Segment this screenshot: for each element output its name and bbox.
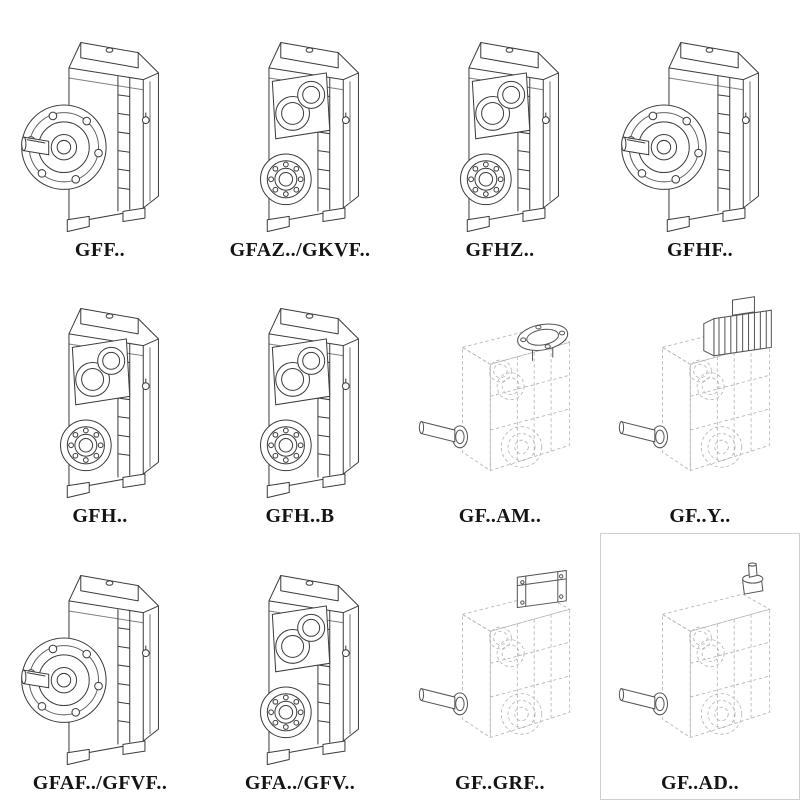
model-label: GFH.. bbox=[72, 505, 128, 528]
catalog-item-gfh: GFH.. bbox=[0, 267, 200, 534]
gearbox-phantom-motor-drawing bbox=[618, 296, 772, 472]
gearbox-bore-drawing bbox=[59, 308, 159, 499]
gearbox-bore-drawing bbox=[259, 574, 359, 766]
gearbox-bore-drawing bbox=[259, 41, 359, 232]
gearbox-flange-drawing bbox=[620, 41, 759, 232]
model-label: GFF.. bbox=[74, 238, 126, 261]
model-label: GF..GRF.. bbox=[455, 771, 545, 794]
catalog-item-gff: GFF.. bbox=[0, 0, 200, 267]
gearbox-phantom-flange-drawing bbox=[418, 320, 570, 472]
model-label: GF..Y.. bbox=[669, 505, 731, 528]
model-label: GFAF../GFVF.. bbox=[32, 771, 168, 794]
catalog-item-gf-grf: GF..GRF.. bbox=[400, 533, 600, 800]
gearbox-phantom-block-drawing bbox=[418, 569, 570, 739]
catalog-item-gfaf-gfvf: GFAF../GFVF.. bbox=[0, 533, 200, 800]
gearbox-flange-drawing bbox=[20, 41, 159, 232]
catalog-item-gfhf: GFHF.. bbox=[600, 0, 800, 267]
gearbox-flange-drawing bbox=[20, 574, 159, 766]
gearbox-phantom-adapter-drawing bbox=[618, 562, 770, 739]
gearbox-bore-drawing bbox=[459, 41, 559, 232]
catalog-item-gfaz-gkvf: GFAZ../GKVF.. bbox=[200, 0, 400, 267]
model-label: GFAZ../GKVF.. bbox=[229, 238, 371, 261]
model-label: GFHF.. bbox=[666, 238, 734, 261]
model-label: GFHZ.. bbox=[465, 238, 535, 261]
model-label: GF..AM.. bbox=[458, 505, 542, 528]
catalog-item-gf-ad: GF..AD.. bbox=[600, 533, 800, 800]
catalog-item-gfhz: GFHZ.. bbox=[400, 0, 600, 267]
model-label: GFH..B bbox=[265, 505, 335, 528]
catalog-item-gfa-gfv: GFA../GFV.. bbox=[200, 533, 400, 800]
catalog-item-gf-am: GF..AM.. bbox=[400, 267, 600, 534]
model-label: GFA../GFV.. bbox=[244, 771, 356, 794]
catalog-item-gf-y: GF..Y.. bbox=[600, 267, 800, 534]
catalog-item-gfh-b: GFH..B bbox=[200, 267, 400, 534]
model-label: GF..AD.. bbox=[660, 771, 740, 794]
gearbox-bore-drawing bbox=[259, 308, 359, 499]
